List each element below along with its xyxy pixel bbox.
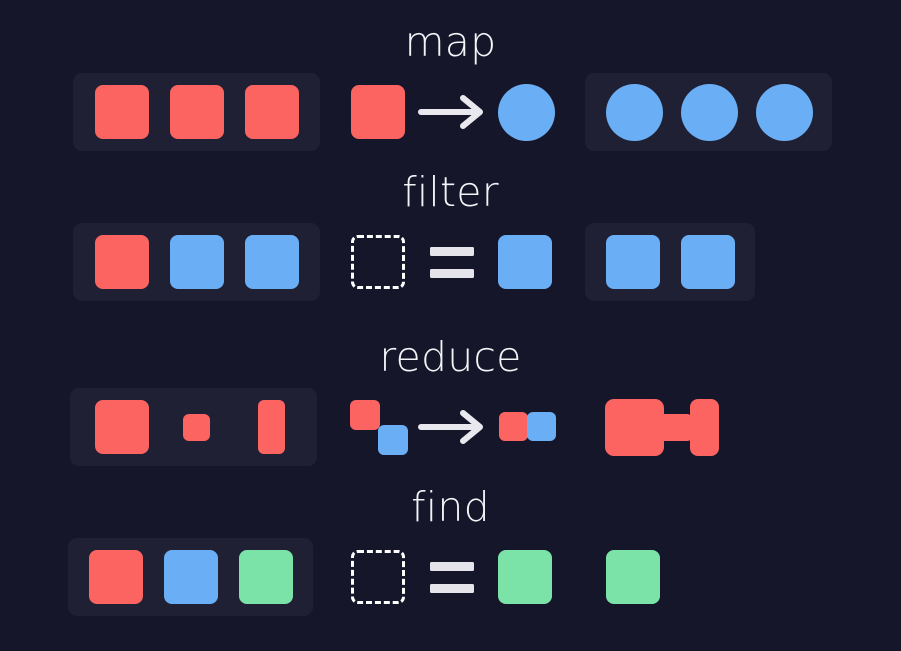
- operation-row-find: find: [0, 485, 901, 625]
- reduce-result-b: [527, 412, 556, 441]
- reduce-input-item-3: [258, 400, 285, 454]
- filter-input-item-3: [245, 235, 299, 289]
- map-output-item-1: [606, 84, 663, 141]
- filter-output-item-2: [681, 235, 735, 289]
- reduce-output-merged-shape: [605, 399, 719, 456]
- map-input-item-2: [170, 85, 224, 139]
- filter-output-item-1: [606, 235, 660, 289]
- map-operation-result: [498, 84, 555, 141]
- row-body-filter: [0, 223, 901, 307]
- arrow-right-icon: [418, 94, 486, 130]
- map-input-item-1: [95, 85, 149, 139]
- reduce-operand-b: [378, 425, 408, 455]
- row-title-find: find: [411, 483, 490, 531]
- row-title-reduce: reduce: [379, 333, 522, 381]
- find-predicate-placeholder: [351, 550, 405, 604]
- operation-row-filter: filter: [0, 170, 901, 310]
- filter-input-item-1: [95, 235, 149, 289]
- reduce-input-item-1: [95, 400, 149, 454]
- filter-predicate-placeholder: [351, 235, 405, 289]
- operation-row-reduce: reduce: [0, 335, 901, 475]
- reduce-input-item-2: [183, 414, 210, 441]
- arrow-right-icon: [418, 409, 486, 445]
- reduce-operand-a: [350, 400, 380, 430]
- find-input-item-2: [164, 550, 218, 604]
- filter-predicate-value: [498, 235, 552, 289]
- row-body-map: [0, 73, 901, 157]
- find-input-item-3: [239, 550, 293, 604]
- reduce-result-a: [499, 412, 528, 441]
- map-output-item-2: [681, 84, 738, 141]
- find-predicate-value: [498, 550, 552, 604]
- filter-input-item-2: [170, 235, 224, 289]
- row-title-filter: filter: [402, 168, 499, 216]
- map-operation-source: [351, 85, 405, 139]
- row-body-find: [0, 538, 901, 622]
- map-input-item-3: [245, 85, 299, 139]
- map-output-item-3: [756, 84, 813, 141]
- find-output-item-1: [606, 550, 660, 604]
- row-body-reduce: [0, 388, 901, 472]
- row-title-map: map: [404, 18, 497, 66]
- equals-icon: [430, 247, 474, 278]
- operation-row-map: map: [0, 20, 901, 160]
- equals-icon: [430, 562, 474, 593]
- find-input-item-1: [89, 550, 143, 604]
